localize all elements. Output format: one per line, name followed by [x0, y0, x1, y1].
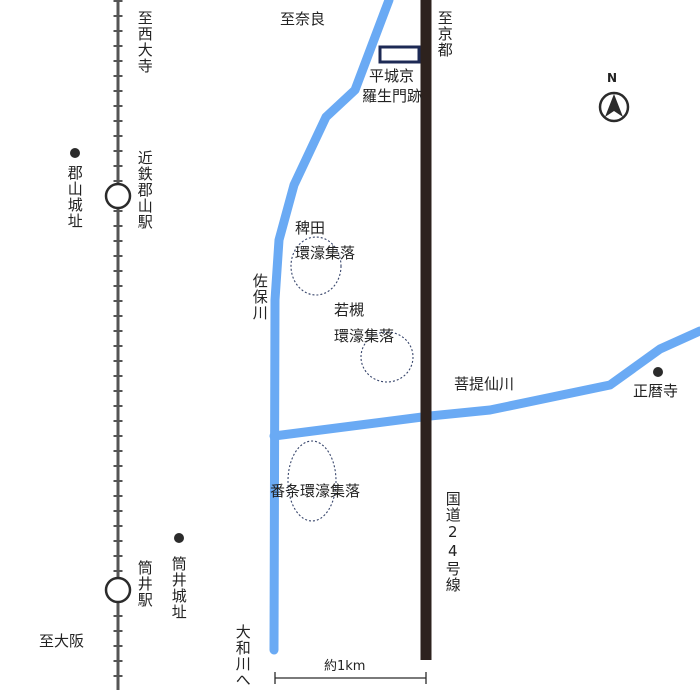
site-dot-icon [653, 367, 663, 377]
shoryakuji-label: 正暦寺 [633, 382, 679, 400]
wakatsuki-moat-label: 環濠集落 [334, 327, 395, 345]
bodaisen-river-label: 菩提仙川 [454, 375, 515, 393]
dotted-moat-circle-icon [360, 331, 414, 383]
saho-river-label: 佐保川 [250, 273, 269, 321]
rajomon-label: 羅生門跡 [362, 87, 423, 105]
banjo-moat-label: 番条環濠集落 [270, 482, 361, 500]
dotted-moat-circle-icon [287, 440, 337, 522]
north-arrow-icon [598, 91, 630, 123]
scale-bar-icon [274, 672, 427, 684]
scale-label: 約1km [322, 659, 368, 675]
bodaisen-river [269, 326, 700, 441]
koriyama-castle-label: 郡山城址 [65, 165, 84, 229]
hieda-name-label: 稗田 [295, 219, 326, 237]
to-osaka-label: 至大阪 [39, 632, 85, 650]
station-circle-icon [104, 182, 132, 210]
route-24-label: 国道24号線 [443, 491, 462, 593]
heijo-rectangle-icon [378, 45, 421, 64]
to-nara-label: 至奈良 [280, 10, 326, 28]
station-circle-icon [104, 576, 132, 604]
saho-river [269, 0, 394, 655]
wakatsuki-name-label: 若槻 [334, 301, 365, 319]
hieda-moat-label: 環濠集落 [295, 244, 356, 262]
to-nishi-ooji-label: 至西大寺 [135, 10, 154, 74]
tsutsui-castle-label: 筒井城址 [169, 556, 188, 620]
to-kyoto-label: 至京都 [435, 10, 454, 58]
dotted-moat-circle-icon [290, 236, 342, 296]
tsutsui-station-label: 筒井駅 [135, 560, 154, 608]
north-label: N [607, 71, 618, 85]
heijo-label: 平城京 [369, 67, 415, 85]
to-yamato-river-label: 大和川へ [233, 624, 252, 688]
site-dot-icon [174, 533, 184, 543]
site-dot-icon [70, 148, 80, 158]
kintetsu-koriyama-station-label: 近鉄郡山駅 [135, 150, 154, 230]
